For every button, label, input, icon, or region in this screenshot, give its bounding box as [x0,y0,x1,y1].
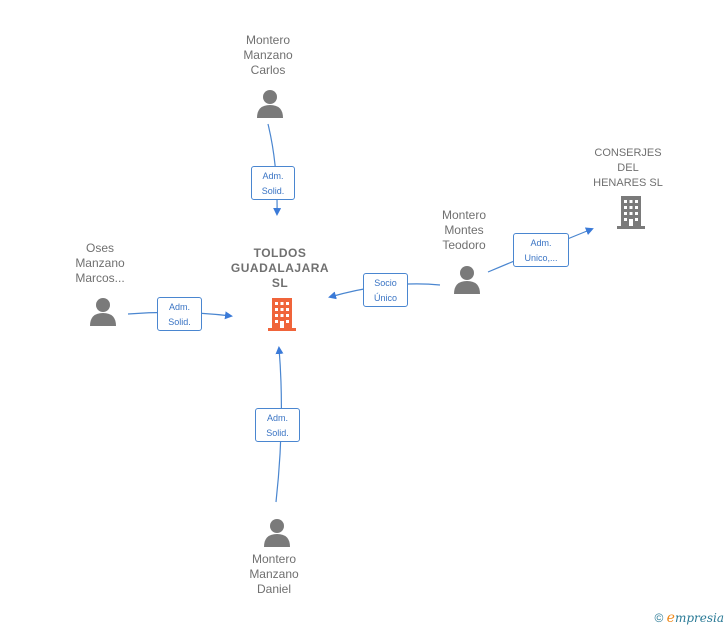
person-icon [257,90,283,118]
label-line: Oses [85,241,114,255]
label-line: Montero [251,552,297,566]
label-line: DEL [617,162,639,174]
edge-label-line: Adm. [168,302,190,312]
label-line: HENARES SL [593,177,663,189]
label-line: Manzano [249,567,299,581]
label-line: Teodoro [442,238,486,252]
edge-label-line: Solid. [261,186,285,196]
building-icon [268,298,296,331]
label-line: Carlos [250,63,286,77]
person-icon [454,266,480,294]
label-line: Montes [444,223,484,237]
node-label-right-person[interactable]: Montero Montes Teodoro [424,208,504,253]
label-line: Marcos... [75,271,125,285]
label-line: Montero [441,208,487,222]
edge-label-line: Adm. [266,413,288,423]
edge-label-left[interactable]: Adm. Solid. [157,297,202,331]
edge-label-line: Solid. [266,428,289,438]
label-line: CONSERJES [594,147,662,159]
person-icon [264,519,290,547]
label-line: TOLDOS [253,246,307,260]
node-label-center-company[interactable]: TOLDOS GUADALAJARA SL [220,246,340,291]
edge-label-line: Adm. [530,238,552,248]
label-line: Manzano [243,48,293,62]
brand-e: e [666,610,675,626]
copyright-icon: © [654,611,664,625]
node-label-top-person[interactable]: Montero Manzano Carlos [228,33,308,78]
edge-label-line: Solid. [168,317,191,327]
node-label-right-company[interactable]: CONSERJES DEL HENARES SL [583,146,673,191]
brand-rest: mpresia [674,611,724,625]
node-label-left-person[interactable]: Oses Manzano Marcos... [60,241,140,286]
label-line: Montero [245,33,291,47]
edge-label-bottom[interactable]: Adm. Solid. [255,408,300,442]
edge-label-line: Socio [374,278,397,288]
label-line: GUADALAJARA [230,261,330,275]
edge-label-line: Adm. [262,171,284,181]
label-line: SL [271,276,289,290]
edge-label-top[interactable]: Adm. Solid. [251,166,295,200]
person-icon [90,298,116,326]
edge-label-line: Único [373,293,397,303]
edge-label-socio[interactable]: Socio Único [363,273,408,307]
label-line: Daniel [256,582,292,596]
edge-label-right[interactable]: Adm. Unico,... [513,233,569,267]
edge-label-line: Unico,... [524,253,558,263]
building-icon [617,196,645,229]
node-label-bottom-person[interactable]: Montero Manzano Daniel [234,552,314,597]
empresia-logo[interactable]: © empresia [654,610,724,626]
label-line: Manzano [75,256,125,270]
